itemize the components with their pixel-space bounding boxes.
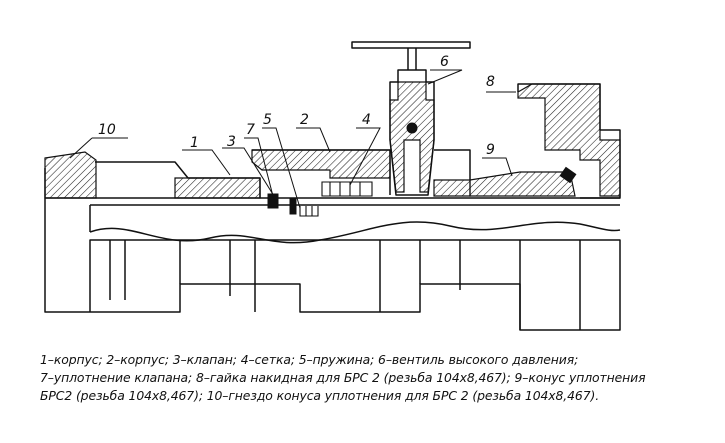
leader-7 (244, 137, 275, 201)
leader-2 (296, 127, 331, 153)
caption-line-3: БРС2 (резьба 104х8,467); 10–гнездо конус… (40, 388, 600, 403)
leader-10 (69, 137, 128, 159)
body-2-section (251, 149, 391, 179)
mesh-4 (321, 181, 373, 197)
leader-9 (482, 157, 513, 177)
valve-bonnet (389, 69, 435, 196)
leader-5 (262, 127, 301, 209)
break-line (89, 221, 621, 244)
valve-6-section (389, 81, 435, 193)
part-label-10: 10 (98, 122, 116, 138)
spring-5 (299, 206, 319, 217)
assembly-drawing: 10 1 3 7 5 2 4 6 8 9 (44, 41, 621, 331)
flow-bore (89, 204, 620, 232)
caption-line-1: 1–корпус; 2–корпус; 3–клапан; 4–сетка; 5… (40, 352, 579, 367)
leader-4 (349, 127, 381, 186)
part-label-5: 5 (263, 112, 272, 128)
valve-stem (407, 48, 417, 70)
part-label-2: 2 (300, 112, 309, 128)
part-label-3: 3 (227, 134, 236, 150)
part-label-9: 9 (486, 142, 495, 158)
valve-ball (406, 122, 418, 134)
part-label-6: 6 (440, 54, 449, 70)
part-label-8: 8 (486, 74, 495, 90)
leader-6 (427, 69, 463, 85)
section-lines (109, 240, 581, 330)
part-label-7: 7 (246, 122, 255, 138)
valve-3-ring (289, 197, 297, 215)
leader-3 (222, 147, 275, 197)
body-1-section (174, 177, 261, 199)
gland-10-section (44, 151, 97, 199)
caption-line-2: 7–уплотнение клапана; 8–гайка накидная д… (40, 370, 646, 385)
part-label-1: 1 (190, 135, 199, 151)
leader-1 (182, 149, 231, 176)
figure-caption: 1–корпус; 2–корпус; 3–клапан; 4–сетка; 5… (40, 351, 720, 405)
valve-handle (351, 41, 471, 49)
cone-9-section (469, 171, 576, 197)
body-section-right (433, 179, 471, 197)
nut-8-section (517, 83, 621, 197)
part-label-4: 4 (362, 112, 371, 128)
cone-9-seal (559, 166, 577, 184)
